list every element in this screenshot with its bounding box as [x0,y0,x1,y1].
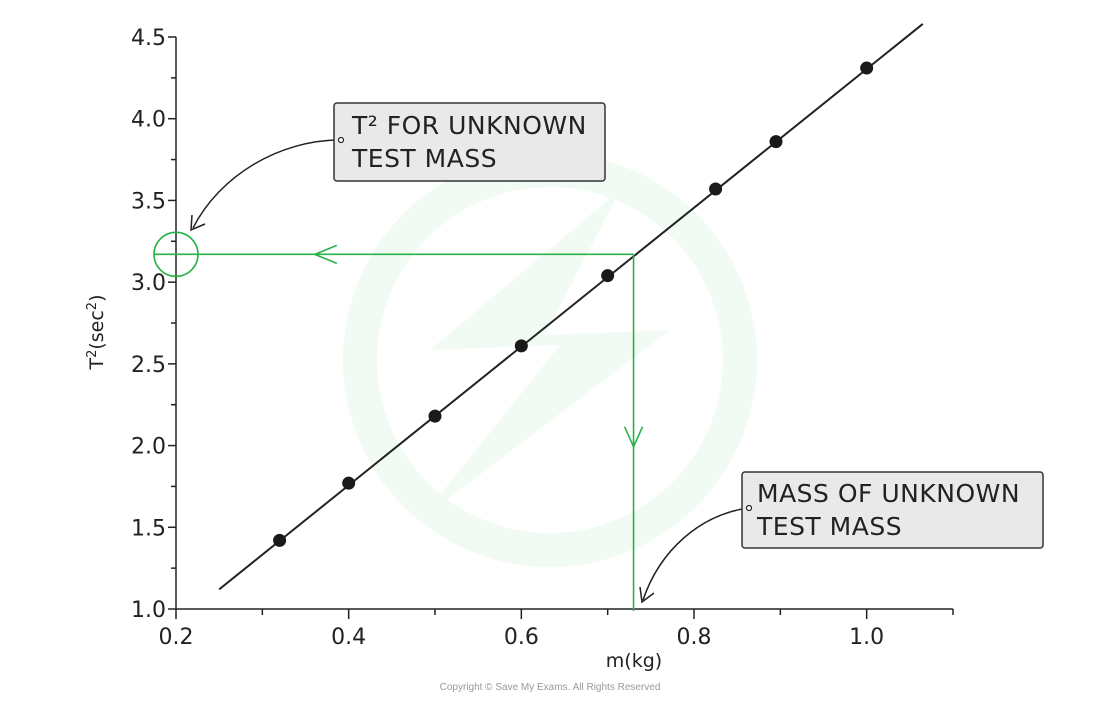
annotation-t2-arrowhead [190,214,206,232]
x-axis-label: m(kg) [606,650,662,672]
annotation-mass-arrowhead [639,586,655,604]
annotation-mass-line-1: MASS OF UNKNOWN [757,479,1020,508]
y-tick-label: 2.5 [131,353,166,378]
watermark-logo [343,153,757,567]
data-point [273,533,287,547]
x-tick-label: 0.6 [504,625,539,650]
data-point [514,339,528,353]
annotation-mass: MASS OF UNKNOWN TEST MASS [639,471,1044,604]
x-tick-label: 0.4 [331,625,366,650]
data-point [601,269,615,283]
y-tick-label: 4.0 [131,108,166,133]
annotation-t2-arrow [192,139,341,229]
annotation-mass-line-2: TEST MASS [756,512,902,541]
annotation-mass-arrow [642,507,749,601]
unknown-t2-circle [153,231,199,278]
annotation-mass-box [741,471,1044,549]
x-axis-ticks: 0.2 0.4 0.6 0.8 1.0 [159,609,954,650]
y-axis-ticks: 1.0 1.5 2.0 2.5 3.0 3.5 4.0 4.5 [131,26,176,623]
y-tick-label: 1.0 [131,598,166,623]
y-tick-label: 3.5 [131,189,166,214]
x-tick-label: 0.8 [677,625,712,650]
data-point [428,409,442,423]
x-tick-label: 0.2 [159,625,194,650]
y-axis-label: T2(sec2) [85,294,109,370]
data-point [769,135,783,149]
data-points [273,61,874,547]
horizontal-guide-arrowhead [312,244,338,265]
annotation-t2-line-1: T² FOR UNKNOWN [351,111,587,140]
y-tick-label: 4.5 [131,26,166,51]
vertical-guide-arrowhead [623,426,644,449]
annotation-t2-box [333,102,606,182]
y-tick-label: 2.0 [131,435,166,460]
data-point [860,61,874,75]
x-tick-label: 1.0 [849,625,884,650]
data-point [342,476,356,490]
best-fit-line [218,23,924,591]
data-point [709,182,723,196]
y-tick-label: 3.0 [131,271,166,296]
annotation-t2-line-2: TEST MASS [351,144,497,173]
copyright-notice: Copyright © Save My Exams. All Rights Re… [440,682,661,693]
annotation-t2: T² FOR UNKNOWN TEST MASS [190,102,606,232]
y-tick-label: 1.5 [131,516,166,541]
unknown-mass-guides [153,231,644,611]
